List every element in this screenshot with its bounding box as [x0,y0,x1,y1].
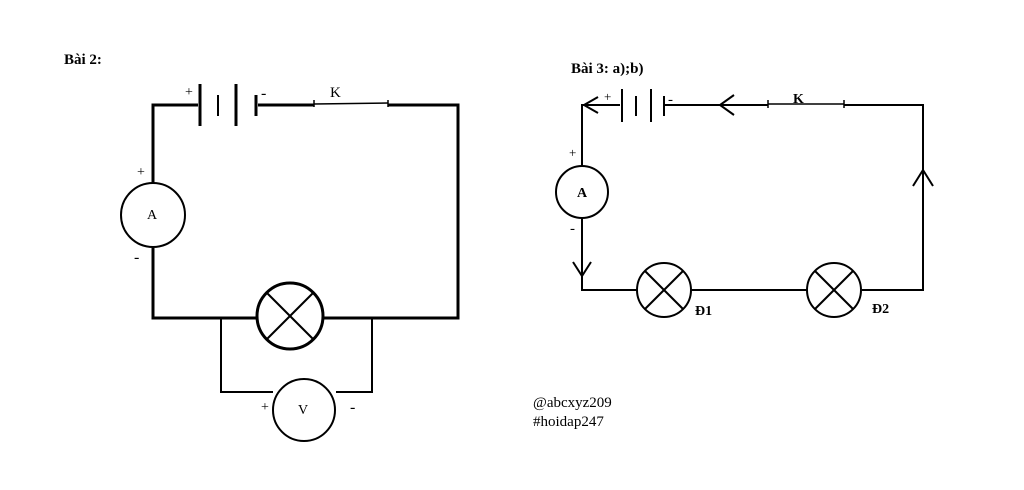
bai2-lamp-cross-2 [266,292,314,340]
bai2-wire-left-top [151,103,198,186]
bai3-wire-left-top [581,104,620,166]
watermark-line-2: #hoidap247 [533,414,604,430]
bai3-title: Bài 3: a);b) [571,61,644,77]
bai3-arrow-top-left [581,96,599,114]
bai2-ammeter [120,182,186,248]
bai3-ammeter-minus: - [570,221,575,237]
bai2-title: Bài 2: [64,52,102,68]
bai2-circuit: Bài 2: + - K A + - [64,52,460,442]
bai3-wire-right [844,104,924,291]
bai3-ammeter-plus: + [569,145,576,160]
bai2-voltmeter-plus: + [261,400,269,415]
bai3-lamp-d2 [806,262,862,318]
bai3-lamp2-label: Đ2 [872,302,889,317]
bai2-ammeter-minus: - [134,249,139,266]
bai2-wire-voltmeter-left [220,318,273,393]
bai3-arrow-right [912,168,934,187]
bai3-wire-left-bottom [581,218,637,291]
bai2-battery-minus: - [261,85,266,102]
bai3-switch-label: K [793,92,804,107]
bai3-battery [621,89,665,122]
bai2-battery-plus: + [185,85,193,100]
bai3-lamp1-cross-2 [644,270,684,310]
bai3-battery-plus: + [604,89,611,104]
bai2-ammeter-plus: + [137,165,145,180]
bai3-arrow-top [718,94,735,116]
bai2-battery [198,84,258,126]
bai2-voltmeter-minus: - [350,399,355,416]
bai2-switch-blade [313,102,389,105]
bai2-wire-right-bottom [323,103,460,320]
bai3-battery-minus: - [668,92,673,108]
bai2-ammeter-label: A [147,208,158,223]
bai2-wire-voltmeter-right [336,318,373,393]
watermark-line-1: @abcxyz209 [533,395,612,411]
bai2-lamp [255,281,325,351]
bai2-switch [313,100,389,107]
bai3-ammeter-label: A [577,186,588,201]
bai3-lamp-d1 [636,262,692,318]
bai3-switch [767,100,845,108]
bai2-voltmeter-label: V [298,403,308,418]
bai2-switch-label: K [330,85,341,101]
bai3-lamp1-label: Đ1 [695,304,712,319]
bai3-circuit: Bài 3: a);b) + - K A + - [555,61,934,319]
bai2-voltmeter [272,378,336,442]
bai3-lamp2-cross-2 [814,270,854,310]
bai2-wire-bottom-left [151,248,257,320]
bai3-arrow-left [572,261,592,278]
